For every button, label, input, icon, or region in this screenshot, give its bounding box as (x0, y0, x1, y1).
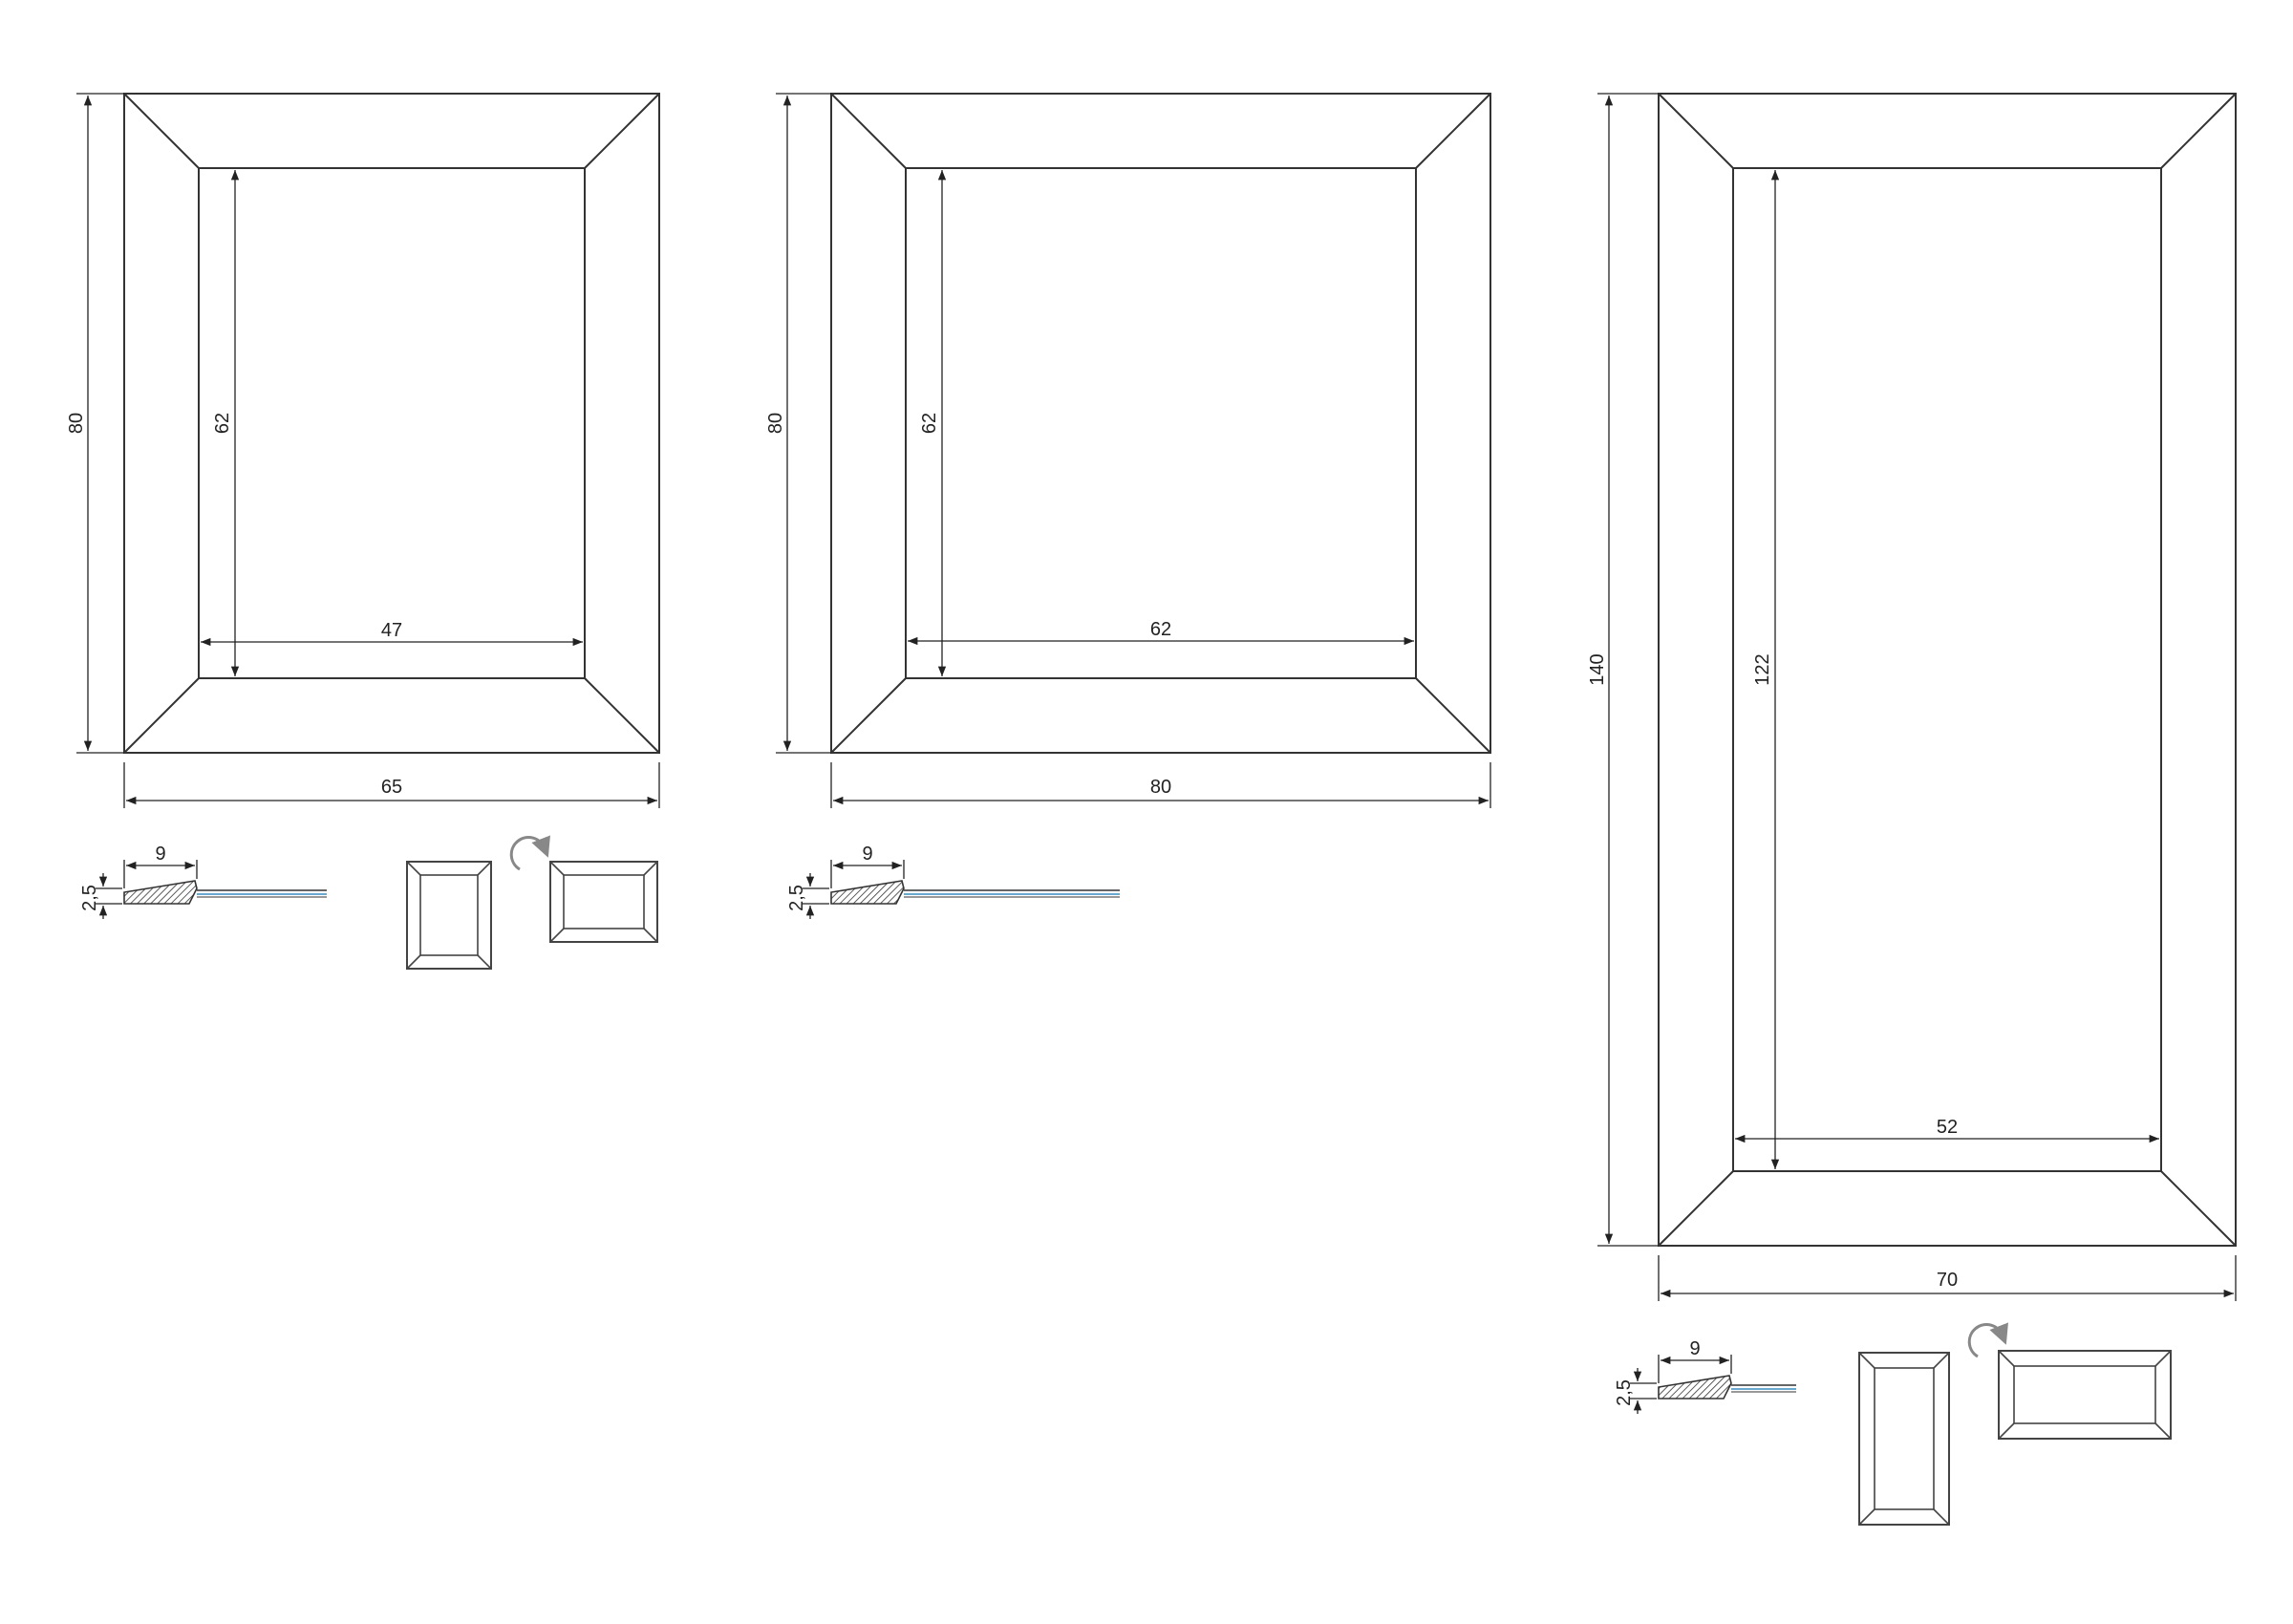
mirror-3-outer-height-label: 140 (1587, 653, 1608, 685)
rotate-arrow-icon (1967, 1322, 2008, 1358)
rotate-arrow-icon (509, 835, 550, 871)
mirror-2-profile-thickness-label: 2,5 (786, 885, 807, 911)
mirror-1-profile-thickness-label: 2,5 (79, 885, 100, 911)
mirror-1-miter-lines (123, 93, 660, 754)
mirror-3-profile-section: 9 2,5 (1614, 1338, 1796, 1414)
mirror-2-outer-height-dimension: 80 (765, 93, 831, 754)
mirror-2-glass-height-dimension: 62 (919, 170, 947, 676)
mirror-1-orientation-icons (406, 835, 658, 970)
mirror-1-glass (198, 167, 586, 679)
mirror-1-glass-height-label: 62 (212, 413, 233, 434)
portrait-orientation-icon (406, 861, 492, 970)
mirror-1: 80 65 62 47 9 (66, 93, 660, 970)
mirror-3: 140 70 122 52 9 2, (1587, 93, 2237, 1526)
landscape-orientation-icon (1998, 1350, 2172, 1440)
mirror-2-profile-width-label: 9 (862, 844, 872, 865)
mirror-1-glass-width-label: 47 (381, 620, 402, 641)
mirror-1-outer-width-label: 65 (381, 777, 402, 798)
mirror-3-glass-width-label: 52 (1937, 1117, 1958, 1138)
mirror-1-outer-width-dimension: 65 (123, 762, 660, 808)
portrait-orientation-icon (1858, 1352, 1950, 1526)
mirror-3-orientation-icons (1858, 1322, 2172, 1526)
mirror-3-glass-height-label: 122 (1752, 653, 1773, 685)
mirror-1-glass-height-dimension: 62 (212, 170, 240, 676)
mirror-1-frame (123, 93, 660, 754)
mirror-2-outer-width-label: 80 (1150, 777, 1171, 798)
mirror-3-outer-width-dimension: 70 (1658, 1255, 2237, 1301)
mirror-1-profile-width-label: 9 (155, 844, 165, 865)
mirror-3-profile-thickness-label: 2,5 (1614, 1379, 1635, 1406)
mirror-3-outer-height-dimension: 140 (1587, 93, 1659, 1247)
mirror-1-outer-height-dimension: 80 (66, 93, 124, 754)
mirror-2-outer-height-label: 80 (765, 413, 786, 434)
mirror-1-profile-section: 9 2,5 (79, 844, 327, 919)
mirror-3-frame (1658, 93, 2237, 1247)
mirror-3-glass (1732, 167, 2162, 1172)
mirror-2-profile-section: 9 2,5 (786, 844, 1120, 919)
mirror-3-miter-lines (1658, 93, 2237, 1247)
mirror-3-outer-width-label: 70 (1937, 1270, 1958, 1291)
mirror-2-outer-width-dimension: 80 (830, 762, 1491, 808)
mirror-1-glass-width-dimension: 47 (201, 620, 583, 647)
mirror-2-glass-width-dimension: 62 (908, 619, 1414, 646)
landscape-orientation-icon (549, 861, 658, 943)
mirror-2-glass (905, 167, 1417, 679)
mirror-2: 80 80 62 62 9 2,5 (765, 93, 1491, 919)
mirror-2-glass-width-label: 62 (1150, 619, 1171, 640)
mirror-3-glass-height-dimension: 122 (1752, 170, 1780, 1169)
mirror-2-frame (830, 93, 1491, 754)
mirror-3-profile-width-label: 9 (1689, 1338, 1700, 1359)
mirror-1-outer-height-label: 80 (66, 413, 87, 434)
mirror-2-glass-height-label: 62 (919, 413, 940, 434)
mirror-3-glass-width-dimension: 52 (1735, 1117, 2159, 1143)
mirror-2-miter-lines (830, 93, 1491, 754)
